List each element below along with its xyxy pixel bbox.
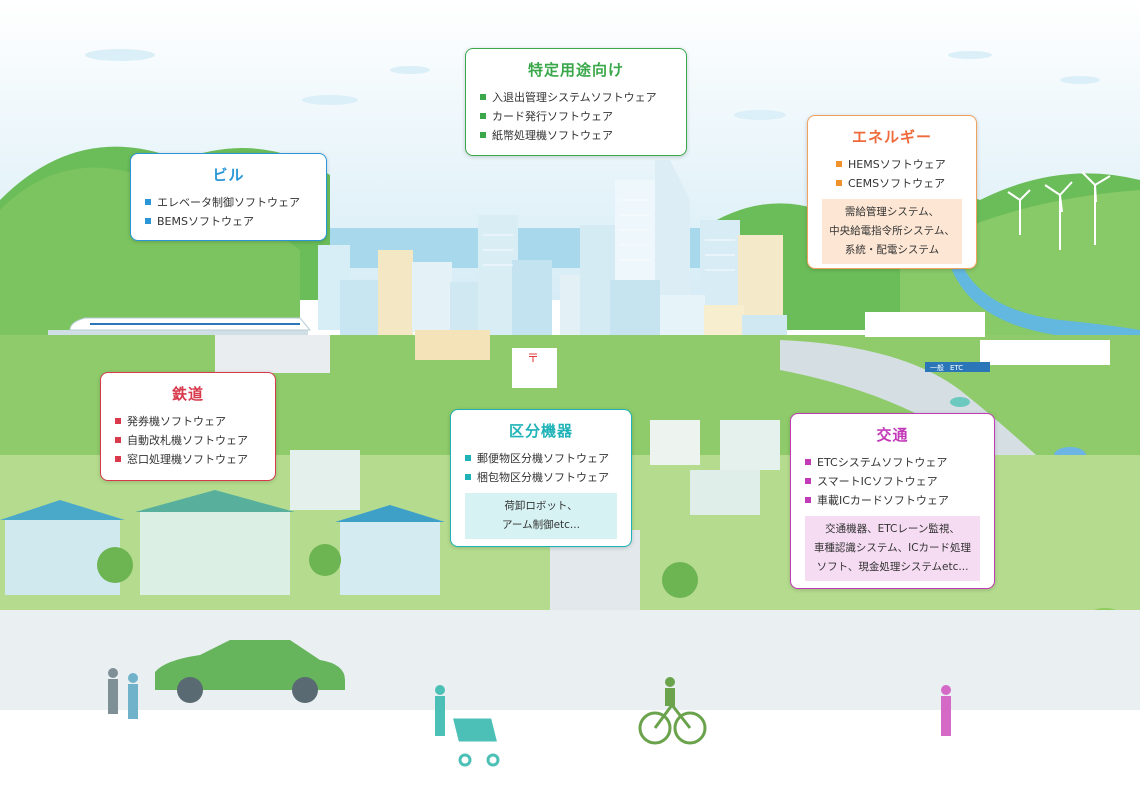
list-item: ETCシステムソフトウェア [805,453,980,472]
houses [0,420,780,595]
card-tokutei: 特定用途向け 入退出管理システムソフトウェア カード発行ソフトウェア 紙幣処理機… [465,48,687,156]
card-kotsu-list: ETCシステムソフトウェア スマートICソフトウェア 車載ICカードソフトウェア [805,453,980,510]
highway-sign-etc: ETC [950,364,963,372]
list-item: 入退出管理システムソフトウェア [480,88,672,107]
river [950,260,1140,345]
bullet-icon [465,474,471,480]
list-item: スマートICソフトウェア [805,472,980,491]
post-office [512,348,557,388]
card-tokutei-title: 特定用途向け [527,61,624,79]
clouds [85,49,1100,120]
stroller [453,718,500,767]
post-mark-icon: 〒 [527,351,539,365]
wind-turbines [1007,171,1111,250]
card-tetsudo-list: 発券機ソフトウェア 自動改札機ソフトウェア 窓口処理機ソフトウェア [115,412,261,469]
list-item: カード発行ソフトウェア [480,107,672,126]
list-item: 自動改札機ソフトウェア [115,431,261,450]
card-kotsu: 交通 ETCシステムソフトウェア スマートICソフトウェア 車載ICカードソフト… [790,413,995,589]
etc-gate: 一般 ETC [925,362,990,372]
card-energy-title: エネルギー [851,128,932,146]
bullet-icon [465,455,471,461]
bullet-icon [805,497,811,503]
list-item: CEMSソフトウェア [836,174,962,193]
card-kubun-list: 郵便物区分機ソフトウェア 梱包物区分機ソフトウェア [465,449,617,487]
card-kubun: 区分機器 郵便物区分機ソフトウェア 梱包物区分機ソフトウェア 荷卸ロボット、 ア… [450,409,632,547]
bullet-icon [480,94,486,100]
list-item: 発券機ソフトウェア [115,412,261,431]
bullet-icon [836,161,842,167]
bullet-icon [480,113,486,119]
card-biru-list: エレベータ制御ソフトウェア BEMSソフトウェア [145,193,312,231]
pedestrians [108,668,951,736]
bullet-icon [115,456,121,462]
bullet-icon [480,132,486,138]
card-biru: ビル エレベータ制御ソフトウェア BEMSソフトウェア [130,153,327,241]
card-energy-list: HEMSソフトウェア CEMSソフトウェア [836,155,962,193]
list-item: 紙幣処理機ソフトウェア [480,126,672,145]
card-tokutei-list: 入退出管理システムソフトウェア カード発行ソフトウェア 紙幣処理機ソフトウェア [480,88,672,145]
list-item: HEMSソフトウェア [836,155,962,174]
bullet-icon [115,437,121,443]
bullet-icon [115,418,121,424]
bullet-icon [805,459,811,465]
card-energy-note: 需給管理システム、 中央給電指令所システム、 系統・配電システム [822,199,962,264]
card-kotsu-title: 交通 [876,426,909,444]
post-office-building [415,330,490,360]
bullet-icon [145,218,151,224]
list-item: BEMSソフトウェア [145,212,312,231]
street [0,610,1140,710]
green-car [155,640,345,703]
list-item: 窓口処理機ソフトウェア [115,450,261,469]
highway-sign-general: 一般 [930,363,944,372]
factory-buildings [865,312,1110,365]
list-item: 郵便物区分機ソフトウェア [465,449,617,468]
cyclist [638,677,707,745]
bullet-icon [805,478,811,484]
card-kubun-title: 区分機器 [508,422,573,440]
list-item: 梱包物区分機ソフトウェア [465,468,617,487]
station-building [215,335,330,373]
card-biru-title: ビル [212,166,245,184]
highway [780,340,1140,620]
sidewalk [0,710,1140,806]
list-item: 車載ICカードソフトウェア [805,491,980,510]
bullet-icon [145,199,151,205]
card-energy: エネルギー HEMSソフトウェア CEMSソフトウェア 需給管理システム、 中央… [807,115,977,269]
list-item: エレベータ制御ソフトウェア [145,193,312,212]
card-tetsudo-title: 鉄道 [171,385,204,403]
bullet-icon [836,180,842,186]
building-windows [483,199,735,271]
card-kotsu-note: 交通機器、ETCレーン監視、 車種認識システム、ICカード処理 ソフト、現金処理… [805,516,980,581]
card-tetsudo: 鉄道 発券機ソフトウェア 自動改札機ソフトウェア 窓口処理機ソフトウェア [100,372,276,481]
card-kubun-note: 荷卸ロボット、 アーム制御etc... [465,493,617,539]
